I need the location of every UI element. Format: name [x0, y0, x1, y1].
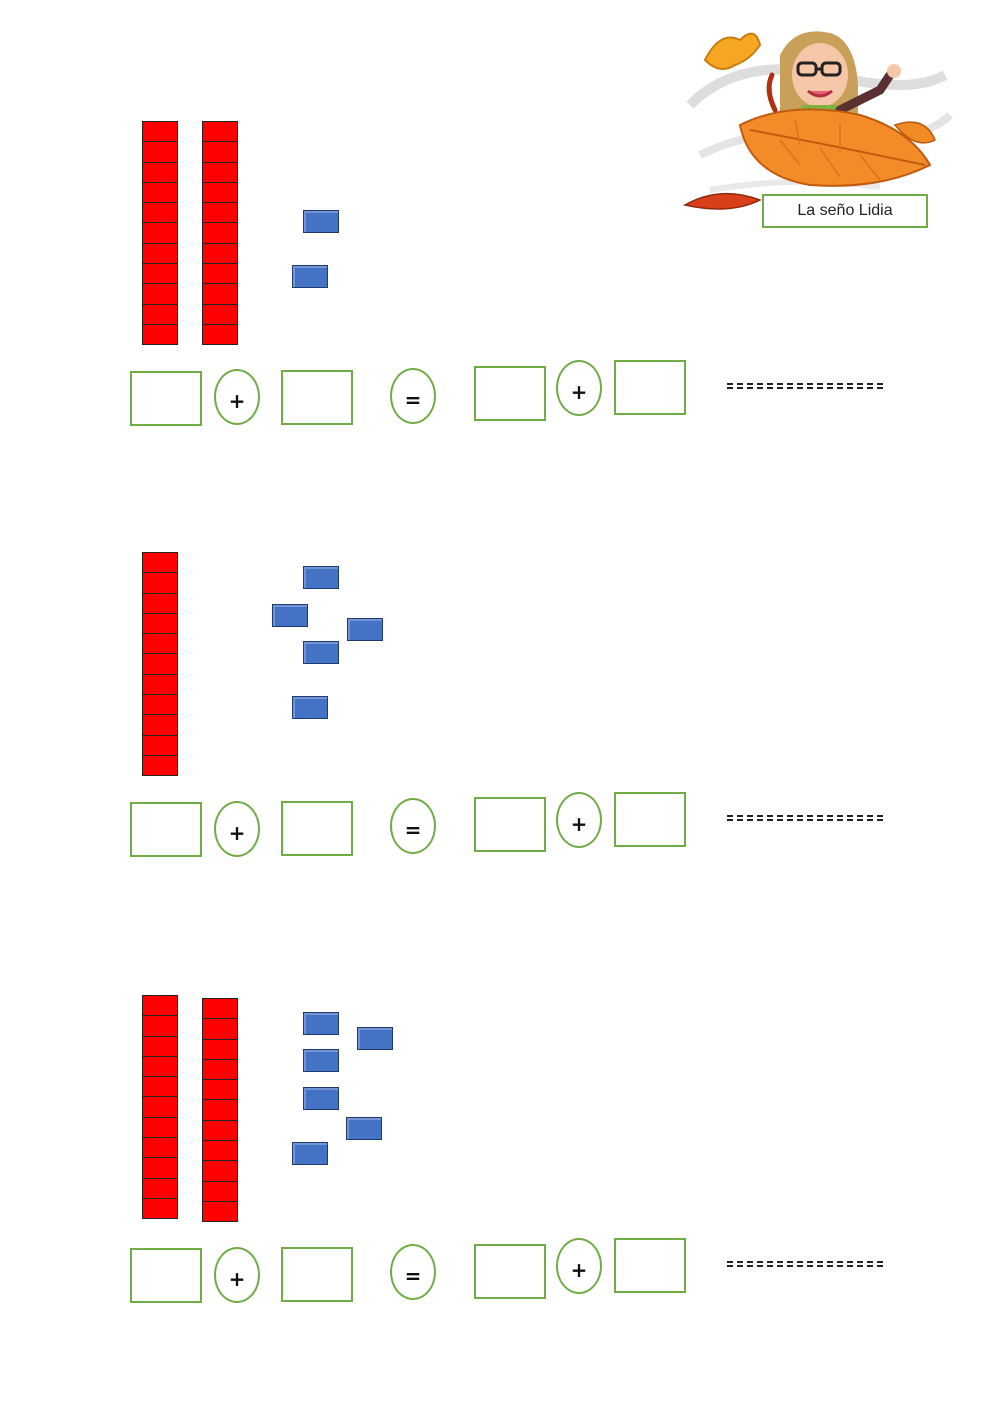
ten-rod: [202, 121, 238, 346]
ones-value-box[interactable]: [614, 1238, 686, 1293]
equals-sign: =: [390, 798, 436, 854]
big-leaf: [738, 108, 932, 187]
ones-value-box[interactable]: [614, 360, 686, 415]
plus-sign: +: [556, 360, 602, 416]
total-answer-line[interactable]: [727, 383, 883, 389]
ten-rod: [202, 998, 238, 1223]
total-answer-line[interactable]: [727, 815, 883, 821]
plus-sign: +: [214, 369, 260, 425]
ones-answer-box[interactable]: [281, 1247, 353, 1302]
plus-sign: +: [556, 792, 602, 848]
unit-cube: [357, 1027, 393, 1050]
equals-sign: =: [390, 1244, 436, 1300]
unit-cube: [346, 1117, 382, 1140]
ones-value-box[interactable]: [614, 792, 686, 847]
tens-value-box[interactable]: [474, 797, 546, 852]
unit-cube: [303, 566, 339, 589]
tens-answer-box[interactable]: [130, 371, 202, 426]
red-leaf: [682, 192, 762, 210]
unit-cube: [272, 604, 308, 627]
plus-sign: +: [214, 1247, 260, 1303]
ones-answer-box[interactable]: [281, 370, 353, 425]
tens-value-box[interactable]: [474, 1244, 546, 1299]
plus-sign: +: [556, 1238, 602, 1294]
teacher-avatar-illustration: [682, 31, 953, 210]
total-answer-line[interactable]: [727, 1261, 883, 1267]
unit-cube: [292, 696, 328, 719]
unit-cube: [303, 210, 339, 233]
tens-answer-box[interactable]: [130, 1248, 202, 1303]
ones-answer-box[interactable]: [281, 801, 353, 856]
small-leaf: [893, 121, 936, 144]
unit-cube: [292, 1142, 328, 1165]
ten-rod: [142, 995, 178, 1220]
unit-cube: [303, 641, 339, 664]
tens-value-box[interactable]: [474, 366, 546, 421]
unit-cube: [303, 1087, 339, 1110]
teacher-name-label: La seño Lidia: [762, 194, 928, 228]
ten-rod: [142, 552, 178, 777]
equals-sign: =: [390, 368, 436, 424]
unit-cube: [292, 265, 328, 288]
unit-cube: [303, 1049, 339, 1072]
plus-sign: +: [214, 801, 260, 857]
unit-cube: [347, 618, 383, 641]
ten-rod: [142, 121, 178, 346]
tens-answer-box[interactable]: [130, 802, 202, 857]
unit-cube: [303, 1012, 339, 1035]
oak-leaf: [703, 32, 762, 70]
